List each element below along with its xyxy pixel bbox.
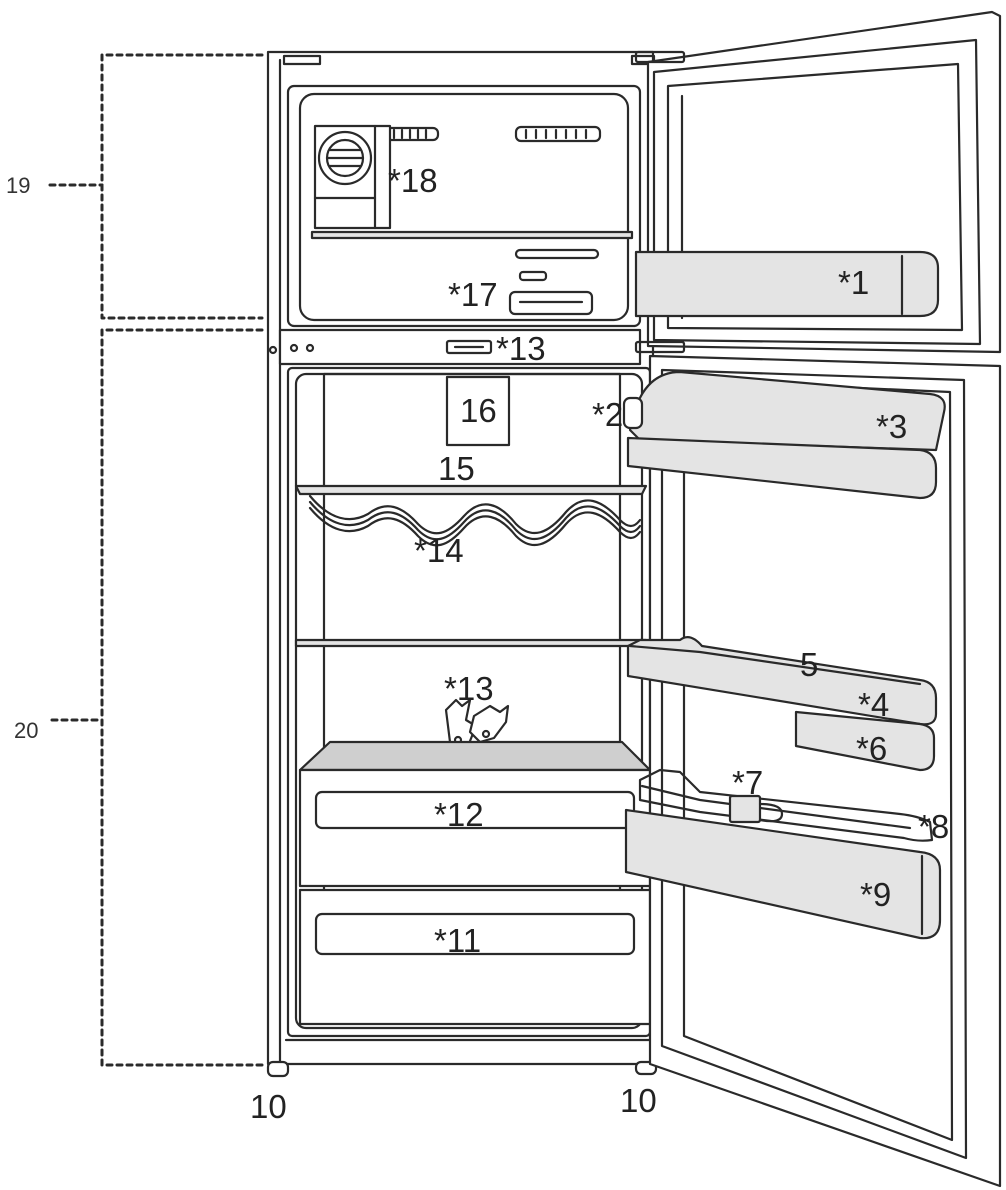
callout-labels: *1 *2 *3 *4 5 *6 *7 *8 *9 10 10 *11 *12 … bbox=[6, 162, 949, 1125]
fridge-zone-bracket bbox=[50, 328, 264, 1067]
ice-maker bbox=[313, 124, 392, 230]
crisper-cover bbox=[298, 740, 652, 772]
label-13-top: *13 bbox=[496, 330, 546, 367]
label-15: 15 bbox=[438, 450, 475, 487]
label-4: *4 bbox=[858, 686, 889, 723]
label-3: *3 bbox=[876, 408, 907, 445]
label-13-lower: *13 bbox=[444, 670, 494, 707]
label-9: *9 bbox=[860, 876, 891, 913]
label-20: 20 bbox=[14, 718, 38, 743]
egg-tray bbox=[444, 698, 510, 748]
freezer-light-cover bbox=[508, 290, 594, 316]
light-box bbox=[445, 375, 511, 447]
label-1: *1 bbox=[838, 264, 869, 301]
label-18: *18 bbox=[388, 162, 438, 199]
label-16: 16 bbox=[460, 392, 497, 429]
freezer-door bbox=[634, 10, 1002, 354]
control-panel bbox=[445, 339, 493, 355]
freezer-compartment bbox=[286, 84, 642, 328]
crisper-drawer-upper bbox=[298, 768, 652, 888]
freezer-zone-bracket bbox=[48, 53, 264, 320]
label-10-left: 10 bbox=[250, 1088, 287, 1125]
label-5: 5 bbox=[800, 646, 818, 683]
door-bin-top bbox=[622, 370, 946, 500]
label-17: *17 bbox=[448, 276, 498, 313]
label-2: *2 bbox=[592, 396, 623, 433]
label-11: *11 bbox=[434, 922, 481, 959]
door-bin-middle bbox=[626, 635, 938, 772]
label-8: *8 bbox=[918, 808, 949, 845]
label-10-right: 10 bbox=[620, 1082, 657, 1119]
wine-rack-shelf bbox=[294, 484, 648, 547]
label-6: *6 bbox=[856, 730, 887, 767]
glass-shelf bbox=[294, 638, 648, 648]
door-bin-bottom bbox=[624, 768, 942, 940]
label-19: 19 bbox=[6, 173, 30, 198]
label-14: *14 bbox=[414, 532, 464, 569]
label-12: *12 bbox=[434, 796, 484, 833]
label-7: *7 bbox=[732, 764, 763, 801]
crisper-drawer-lower bbox=[298, 888, 652, 1026]
